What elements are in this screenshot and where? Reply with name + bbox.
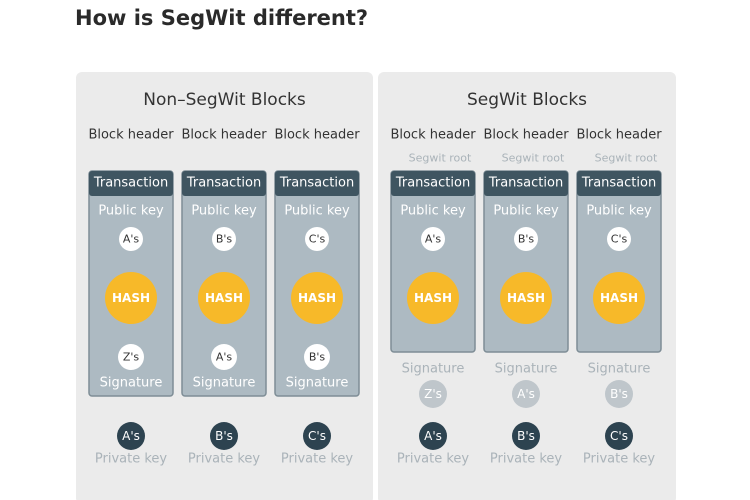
- segwit-root-label: Segwit root: [409, 152, 472, 165]
- panel-title: Non–SegWit Blocks: [143, 90, 306, 110]
- private-key-label: Private key: [95, 452, 168, 467]
- signature-node: [118, 344, 144, 370]
- transaction-label: Transaction: [279, 176, 354, 191]
- private-key-node: [117, 422, 145, 450]
- signature-node-label: A's: [517, 387, 535, 401]
- transaction-block: [390, 170, 476, 353]
- hash-label: HASH: [414, 291, 452, 305]
- private-key-node: [210, 422, 238, 450]
- public-key-node: [212, 227, 236, 251]
- private-key-node-label: A's: [424, 429, 442, 443]
- signature-node: [304, 344, 330, 370]
- hash-label: HASH: [600, 291, 638, 305]
- hash-label: HASH: [298, 291, 336, 305]
- signature-label: Signature: [193, 376, 256, 391]
- block-header-label: Block header: [483, 128, 569, 143]
- transaction-label: Transaction: [581, 176, 656, 191]
- public-key-node: [607, 227, 631, 251]
- public-key-node-label: A's: [425, 233, 442, 246]
- signature-label: Signature: [286, 376, 349, 391]
- transaction-label: Transaction: [488, 176, 563, 191]
- hash-node: [407, 272, 459, 324]
- public-key-label: Public key: [493, 204, 559, 219]
- signature-node-label: Z's: [424, 387, 442, 401]
- private-key-node: [303, 422, 331, 450]
- transaction-block-header: [577, 171, 661, 196]
- page-title: How is SegWit different?: [75, 6, 369, 30]
- hash-node: [105, 272, 157, 324]
- signature-node-label: B's: [610, 387, 628, 401]
- hash-label: HASH: [112, 291, 150, 305]
- private-key-node: [419, 422, 447, 450]
- transaction-label: Transaction: [186, 176, 261, 191]
- hash-node: [500, 272, 552, 324]
- public-key-node-label: B's: [518, 233, 535, 246]
- block-header-label: Block header: [390, 128, 476, 143]
- block-header-label: Block header: [274, 128, 360, 143]
- hash-label: HASH: [507, 291, 545, 305]
- transaction-label: Transaction: [395, 176, 470, 191]
- segwit-root-label: Segwit root: [502, 152, 565, 165]
- transaction-block-header: [89, 171, 173, 196]
- public-key-node: [119, 227, 143, 251]
- public-key-label: Public key: [98, 204, 164, 219]
- signature-label: Signature: [402, 362, 465, 377]
- private-key-label: Private key: [583, 452, 656, 467]
- transaction-block: [576, 170, 662, 353]
- signature-node-label: B's: [309, 351, 326, 364]
- private-key-node-label: B's: [517, 429, 535, 443]
- block-header-label: Block header: [576, 128, 662, 143]
- public-key-node-label: A's: [123, 233, 140, 246]
- block-header-label: Block header: [181, 128, 267, 143]
- public-key-label: Public key: [400, 204, 466, 219]
- signature-node: [512, 380, 540, 408]
- hash-node: [593, 272, 645, 324]
- private-key-node-label: C's: [610, 429, 628, 443]
- signature-label: Signature: [588, 362, 651, 377]
- panel-title: SegWit Blocks: [467, 90, 587, 110]
- block-header-label: Block header: [88, 128, 174, 143]
- public-key-node: [305, 227, 329, 251]
- private-key-label: Private key: [490, 452, 563, 467]
- signature-node-label: Z's: [123, 351, 140, 364]
- transaction-block-header: [182, 171, 266, 196]
- transaction-block-header: [391, 171, 475, 196]
- private-key-node-label: B's: [215, 429, 233, 443]
- public-key-label: Public key: [284, 204, 350, 219]
- signature-label: Signature: [495, 362, 558, 377]
- transaction-block-header: [275, 171, 359, 196]
- private-key-label: Private key: [188, 452, 261, 467]
- transaction-label: Transaction: [93, 176, 168, 191]
- signature-node-label: A's: [216, 351, 233, 364]
- private-key-node-label: C's: [308, 429, 326, 443]
- private-key-label: Private key: [281, 452, 354, 467]
- transaction-block: [483, 170, 569, 353]
- hash-node: [198, 272, 250, 324]
- signature-node: [211, 344, 237, 370]
- private-key-node: [512, 422, 540, 450]
- public-key-node-label: B's: [216, 233, 233, 246]
- signature-node: [419, 380, 447, 408]
- segwit-root-label: Segwit root: [595, 152, 658, 165]
- private-key-node-label: A's: [122, 429, 140, 443]
- public-key-label: Public key: [191, 204, 257, 219]
- private-key-node: [605, 422, 633, 450]
- signature-node: [605, 380, 633, 408]
- signature-label: Signature: [100, 376, 163, 391]
- hash-node: [291, 272, 343, 324]
- public-key-node: [421, 227, 445, 251]
- public-key-node: [514, 227, 538, 251]
- public-key-node-label: C's: [611, 233, 628, 246]
- private-key-label: Private key: [397, 452, 470, 467]
- hash-label: HASH: [205, 291, 243, 305]
- public-key-label: Public key: [586, 204, 652, 219]
- transaction-block-header: [484, 171, 568, 196]
- public-key-node-label: C's: [309, 233, 326, 246]
